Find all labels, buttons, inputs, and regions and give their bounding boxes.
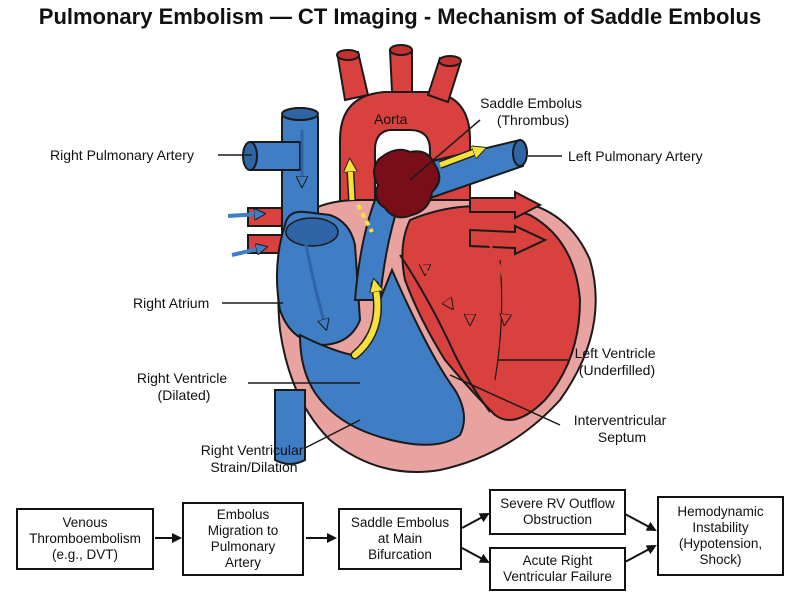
label-left-ventricle: Left Ventricle (Underfilled) [575, 345, 660, 378]
label-aorta: Aorta [374, 111, 408, 127]
flow-step-venous-thromboembolism: Venous Thromboembolism (e.g., DVT) [16, 508, 154, 570]
flow-step-embolus-migration: Embolus Migration to Pulmonary Artery [182, 502, 304, 576]
embolus-flow-arrows [350, 150, 480, 360]
label-right-ventricle: Right Ventricle (Dilated) [137, 370, 231, 403]
label-right-atrium: Right Atrium [133, 295, 209, 311]
label-right-pulmonary-artery: Right Pulmonary Artery [50, 147, 194, 163]
saddle-thrombus [373, 148, 441, 219]
arterial-flow-arrows [413, 229, 506, 320]
leader-lines [218, 119, 568, 449]
right-pulmonary-artery [242, 141, 301, 171]
flow-step-rv-outflow-obstruction: Severe RV Outflow Obstruction [489, 489, 626, 535]
label-rv-strain: Right Ventricular Strain/Dilation [201, 442, 308, 475]
label-saddle-embolus: Saddle Embolus (Thrombus) [480, 95, 586, 128]
flowchart-arrows [155, 513, 657, 563]
venous-flow-arrows [227, 130, 325, 325]
page-title: Pulmonary Embolism — CT Imaging - Mechan… [38, 4, 762, 29]
pulmonary-veins-left [469, 190, 548, 256]
left-ventricle-chamber [401, 205, 582, 421]
label-interventricular-septum: Interventricular Septum [574, 412, 670, 445]
flow-step-hemodynamic-instability: Hemodynamic Instability (Hypotension, Sh… [657, 496, 784, 576]
flow-step-acute-rv-failure: Acute Right Ventricular Failure [489, 547, 626, 591]
label-left-pulmonary-artery: Left Pulmonary Artery [568, 148, 703, 164]
flow-step-saddle-embolus: Saddle Embolus at Main Bifurcation [338, 508, 462, 570]
right-atrium-chamber [275, 210, 362, 347]
